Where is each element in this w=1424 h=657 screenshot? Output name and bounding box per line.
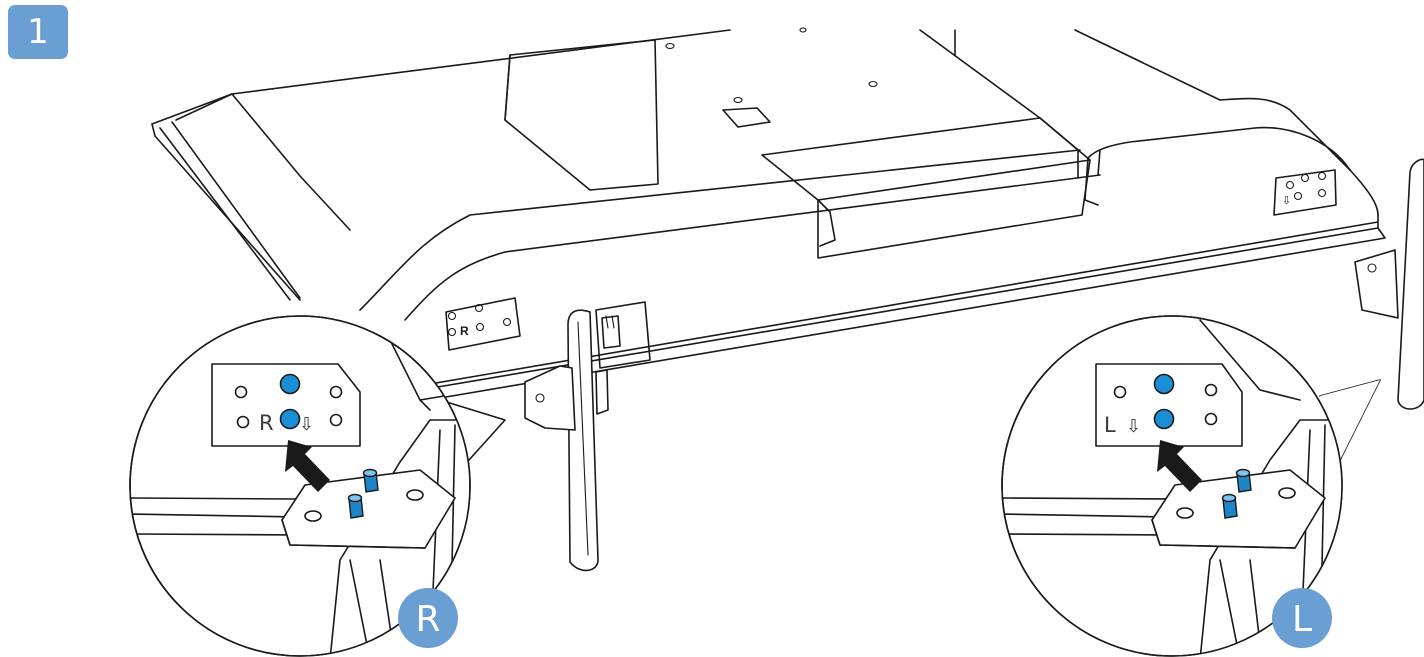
callout-right-badge <box>398 588 458 648</box>
tv-bracket-arrow: ⇩ <box>1282 195 1291 207</box>
pin-right-1 <box>362 468 379 493</box>
callout-right-arrow: ⇩ <box>299 414 314 435</box>
callout-left-badge-label: L <box>1292 599 1312 640</box>
callout-right: R ⇩ R <box>129 315 506 657</box>
hole-highlight-top <box>279 373 301 395</box>
insert-arrow-left <box>1157 440 1202 492</box>
callout-left-badge <box>1272 588 1332 648</box>
stand-leg-right <box>524 309 609 572</box>
callout-right-badge-label: R <box>415 599 440 640</box>
pin-left-1 <box>1235 468 1252 493</box>
step-number-badge: 1 <box>8 5 68 59</box>
callout-left: L ⇩ L <box>1001 315 1381 657</box>
hole-highlight-top-left <box>1153 373 1175 395</box>
callout-right-label: R <box>259 411 274 435</box>
tv-bracket-mark-r: R <box>460 324 469 338</box>
hole-highlight-bottom-left <box>1153 408 1175 430</box>
stand-leg-left <box>1354 158 1424 410</box>
pin-left-2 <box>1221 493 1238 519</box>
callout-left-arrow: ⇩ <box>1126 416 1141 437</box>
pin-right-2 <box>347 493 364 519</box>
hole-highlight-bottom <box>279 408 301 430</box>
callout-left-label: L <box>1104 413 1116 437</box>
insert-arrow-right <box>285 440 330 492</box>
